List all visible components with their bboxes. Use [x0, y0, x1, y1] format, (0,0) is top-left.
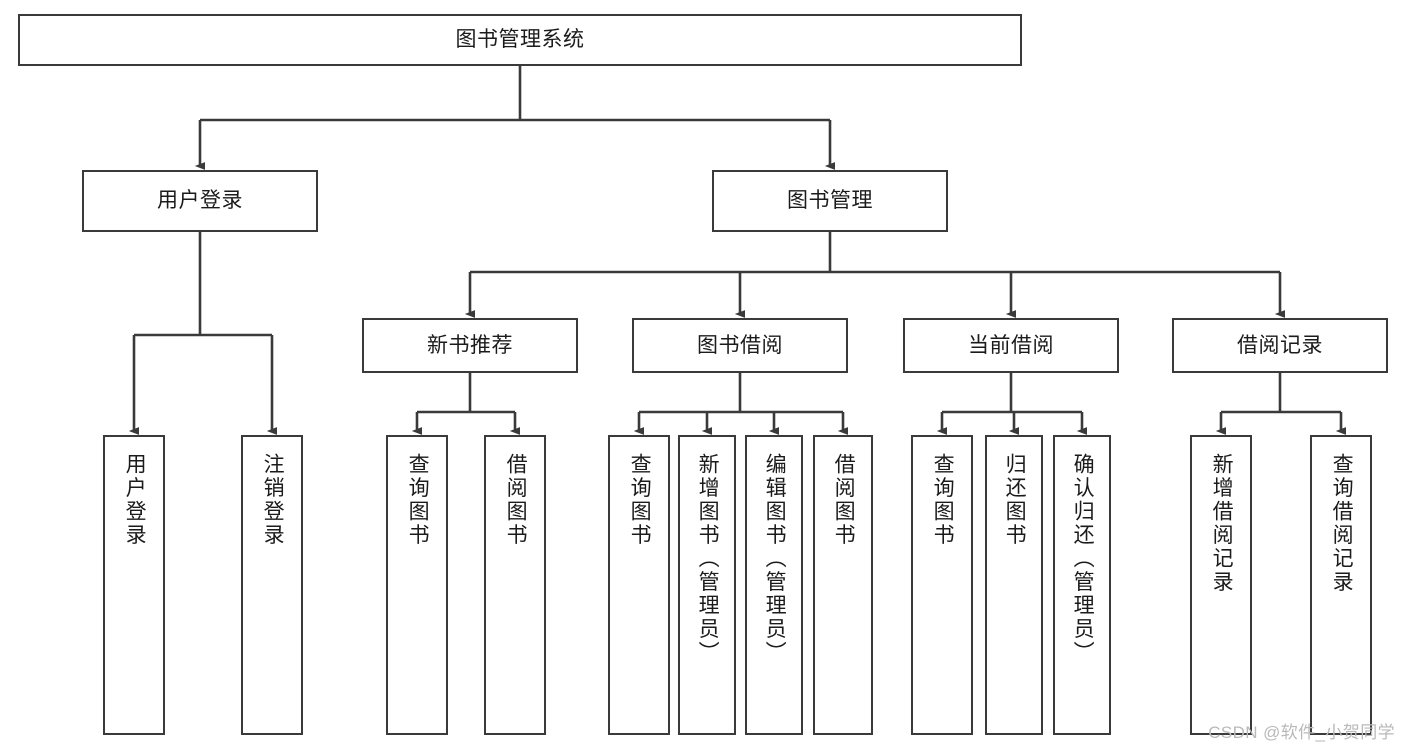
- node-user-login[interactable]: 用户登录: [82, 170, 318, 232]
- node-leaf-edit-book-label: 编辑图书（管理员）: [763, 453, 787, 665]
- node-leaf-query-book-b-label: 查询图书: [628, 453, 652, 547]
- node-current-borrow[interactable]: 当前借阅: [903, 318, 1119, 373]
- node-leaf-query-book-rec[interactable]: 查询图书: [386, 435, 448, 735]
- node-leaf-query-book-c[interactable]: 查询图书: [911, 435, 973, 735]
- node-leaf-borrow-book-b[interactable]: 借阅图书: [813, 435, 873, 735]
- node-leaf-query-record[interactable]: 查询借阅记录: [1310, 435, 1372, 735]
- node-user-login-label: 用户登录: [157, 189, 243, 213]
- node-new-book-rec[interactable]: 新书推荐: [362, 318, 578, 373]
- node-new-book-rec-label: 新书推荐: [427, 333, 513, 357]
- node-leaf-user-logout[interactable]: 注销登录: [241, 435, 303, 735]
- node-book-borrow-label: 图书借阅: [697, 333, 783, 357]
- node-leaf-add-book[interactable]: 新增图书（管理员）: [678, 435, 736, 735]
- node-leaf-query-book-b[interactable]: 查询图书: [608, 435, 670, 735]
- node-current-borrow-label: 当前借阅: [968, 333, 1054, 357]
- node-book-borrow[interactable]: 图书借阅: [632, 318, 848, 373]
- node-leaf-confirm-return[interactable]: 确认归还（管理员）: [1053, 435, 1111, 735]
- node-book-manage-label: 图书管理: [787, 189, 873, 213]
- node-leaf-return-book-label: 归还图书: [1003, 453, 1027, 547]
- node-leaf-user-logout-label: 注销登录: [261, 453, 285, 547]
- node-leaf-confirm-return-label: 确认归还（管理员）: [1071, 453, 1095, 665]
- node-leaf-edit-book[interactable]: 编辑图书（管理员）: [745, 435, 803, 735]
- node-leaf-borrow-book-rec-label: 借阅图书: [504, 453, 528, 547]
- node-leaf-add-book-label: 新增图书（管理员）: [696, 453, 720, 665]
- node-borrow-record[interactable]: 借阅记录: [1172, 318, 1388, 373]
- node-leaf-user-login[interactable]: 用户登录: [103, 435, 165, 735]
- node-book-manage[interactable]: 图书管理: [712, 170, 948, 232]
- node-leaf-borrow-book-b-label: 借阅图书: [832, 453, 856, 547]
- node-leaf-user-login-label: 用户登录: [123, 453, 147, 547]
- node-leaf-query-record-label: 查询借阅记录: [1330, 453, 1354, 594]
- node-leaf-borrow-book-rec[interactable]: 借阅图书: [484, 435, 546, 735]
- watermark-text: CSDN @软件_小贺同学: [1208, 723, 1395, 742]
- node-leaf-add-record[interactable]: 新增借阅记录: [1190, 435, 1252, 735]
- node-root-label: 图书管理系统: [455, 28, 585, 52]
- node-root[interactable]: 图书管理系统: [18, 14, 1022, 66]
- node-borrow-record-label: 借阅记录: [1237, 333, 1323, 357]
- node-leaf-query-book-c-label: 查询图书: [931, 453, 955, 547]
- node-leaf-add-record-label: 新增借阅记录: [1210, 453, 1234, 594]
- node-leaf-query-book-rec-label: 查询图书: [406, 453, 430, 547]
- node-leaf-return-book[interactable]: 归还图书: [985, 435, 1043, 735]
